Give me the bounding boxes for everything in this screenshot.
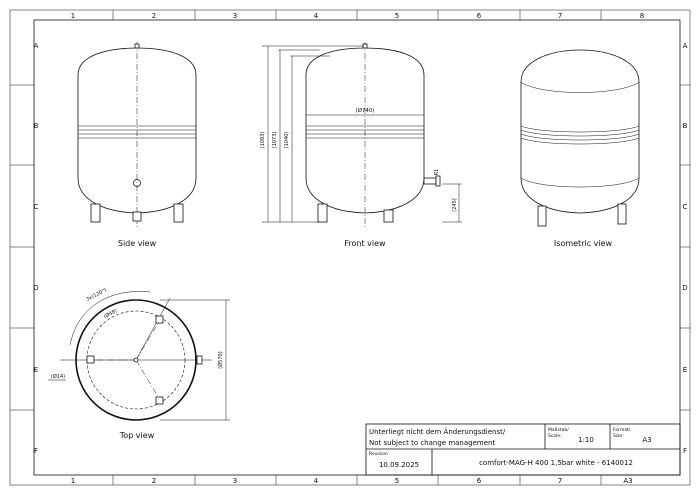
- col-label-3-top: 3: [233, 12, 237, 20]
- row-label-d-left: D: [33, 284, 38, 292]
- isometric-view: Isometric view: [520, 49, 640, 248]
- dim-angle: 3x(120°): [85, 287, 107, 303]
- row-label-f-right: F: [683, 447, 687, 455]
- format-label-bottom: A3: [623, 477, 632, 485]
- title-block: Unterliegt nicht dem Änderungsdienst/ No…: [365, 423, 681, 476]
- dim-overall-2: (1073): [272, 132, 278, 149]
- col-label-4-bottom: 4: [314, 477, 319, 485]
- format-value: A3: [642, 436, 651, 444]
- scale-label-1: Maßstab/: [548, 427, 569, 433]
- dim-overall-1: (1083): [260, 132, 266, 149]
- dim-foot-circle: (Ø14): [51, 373, 65, 380]
- top-view: (Ø570) 3x(120°) (Ø48) (Ø14) Top view: [48, 287, 230, 440]
- outer-border: [9, 9, 691, 486]
- dim-diameter: (Ø740): [355, 107, 374, 114]
- row-label-d-right: D: [682, 284, 687, 292]
- top-view-label: Top view: [119, 431, 155, 440]
- side-view-label: Side view: [118, 239, 157, 248]
- row-label-e-right: E: [683, 366, 687, 374]
- notice-german: Unterliegt nicht dem Änderungsdienst/: [369, 427, 506, 436]
- column-markers: 1 2 3 4 5 6 7 8 1 2 3 4 5 6 7 A3: [71, 10, 644, 485]
- col-label-6-top: 6: [477, 12, 482, 20]
- col-label-8-top: 8: [640, 12, 644, 20]
- front-view: (Ø740) R1 (245) (1083) (1073) (1040) Fro…: [260, 42, 462, 248]
- scale-label-2: Scale:: [548, 433, 562, 439]
- row-label-f-left: F: [34, 447, 38, 455]
- row-label-c-left: C: [34, 203, 39, 211]
- isometric-view-label: Isometric view: [554, 239, 613, 248]
- col-label-4-top: 4: [314, 12, 319, 20]
- col-label-1-top: 1: [71, 12, 75, 20]
- dim-connector-height: (245): [452, 198, 458, 211]
- side-view: Side view: [77, 42, 197, 248]
- notice-english: Not subject to change management: [369, 439, 495, 447]
- col-label-2-bottom: 2: [152, 477, 156, 485]
- col-label-5-bottom: 5: [395, 477, 399, 485]
- col-label-1-bottom: 1: [71, 477, 75, 485]
- row-label-c-right: C: [683, 203, 688, 211]
- revision-label: Revision: [369, 451, 388, 457]
- format-label-1: Format/: [613, 427, 631, 433]
- dim-overall-3: (1040): [284, 132, 290, 149]
- row-label-e-left: E: [34, 366, 38, 374]
- col-label-7-top: 7: [558, 12, 562, 20]
- row-label-a-left: A: [34, 42, 39, 50]
- row-markers: A B C D E F A B C D E F: [10, 42, 690, 455]
- scale-value: 1:10: [578, 436, 594, 444]
- row-label-a-right: A: [683, 42, 688, 50]
- col-label-5-top: 5: [395, 12, 399, 20]
- row-label-b-left: B: [34, 122, 39, 130]
- col-label-7-bottom: 7: [558, 477, 562, 485]
- front-view-label: Front view: [344, 239, 386, 248]
- dim-top-diameter: (Ø570): [217, 351, 224, 368]
- format-label-2: Size:: [613, 433, 624, 439]
- col-label-2-top: 2: [152, 12, 156, 20]
- product-title: comfort-MAG-H 400 1,5bar white - 6140012: [479, 459, 633, 467]
- dim-connector: R1: [434, 169, 440, 176]
- row-label-b-right: B: [683, 122, 688, 130]
- revision-date: 10.09.2025: [379, 461, 419, 469]
- col-label-3-bottom: 3: [233, 477, 237, 485]
- col-label-6-bottom: 6: [477, 477, 482, 485]
